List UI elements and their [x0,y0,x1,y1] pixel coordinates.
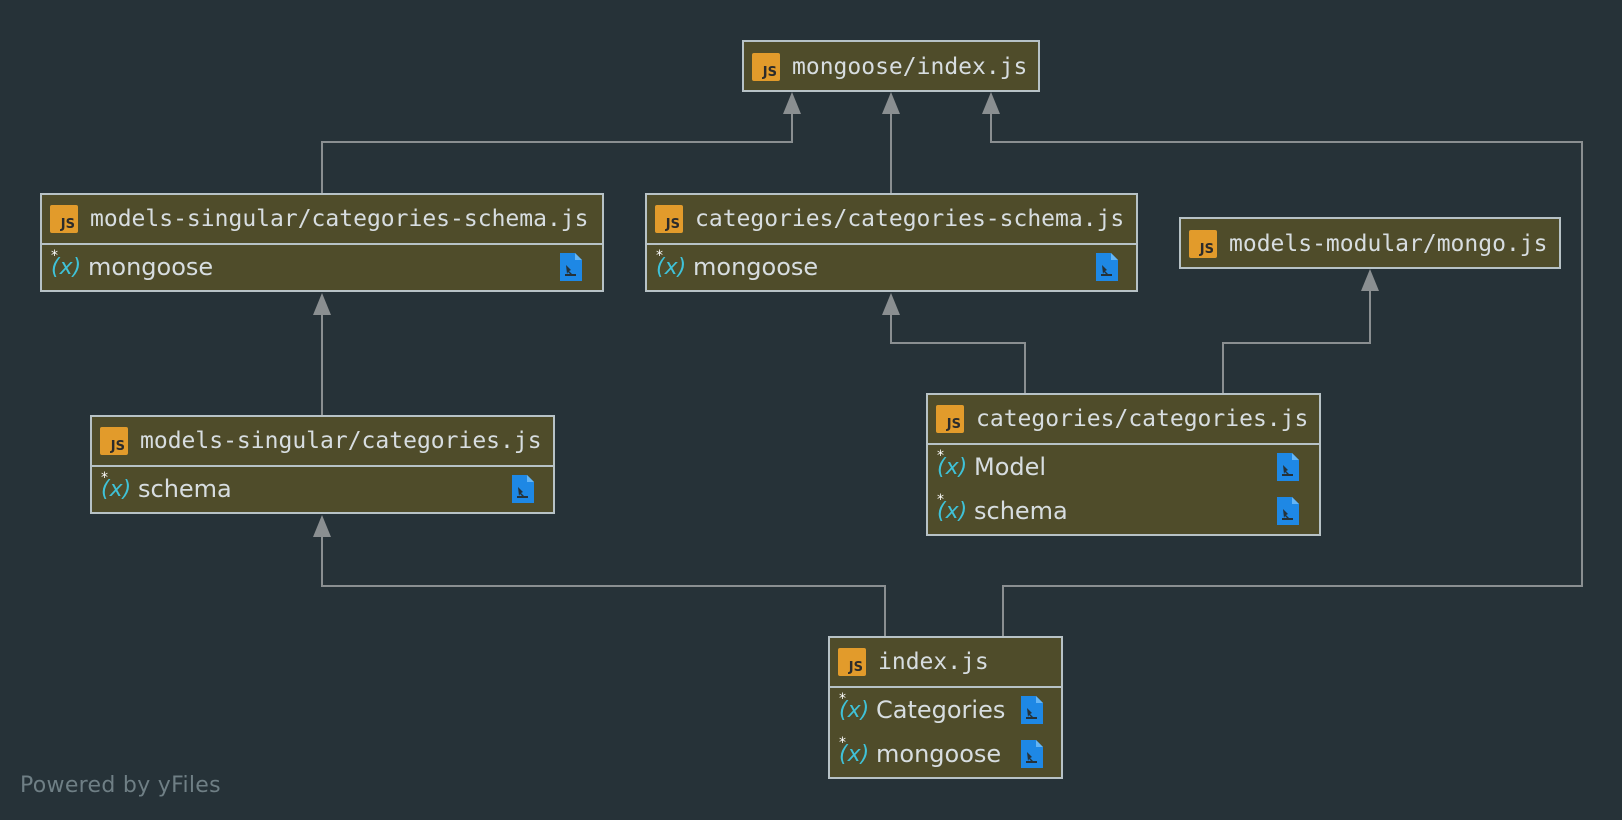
member-name: schema [974,497,1068,525]
arrowhead [313,293,331,315]
node-header: JS mongoose/index.js [744,42,1038,92]
member-name: mongoose [693,253,819,281]
node-cat-categories[interactable]: JS categories/categories.js *(x) Model *… [926,393,1321,536]
member-row[interactable]: *(x) schema [92,467,553,511]
member-row[interactable]: *(x) Model [928,445,1319,489]
variable-icon: *(x) [937,448,968,480]
arrowhead [982,92,1000,114]
member-row[interactable]: *(x) mongoose [647,245,1136,289]
member-name: mongoose [876,740,1002,768]
edge-index-to-singular-categories [321,536,886,636]
edge-index-to-mongoose [990,112,1583,636]
member-row[interactable]: *(x) mongoose [42,245,602,289]
member-name: Categories [876,696,1006,724]
arrowhead [1361,269,1379,291]
member-row[interactable]: *(x) Categories [830,688,1061,732]
arrowhead [882,92,900,114]
js-file-icon: JS [838,648,866,676]
member-name: mongoose [88,253,214,281]
variable-icon: *(x) [51,248,82,280]
jump-to-source-icon[interactable] [1020,739,1044,769]
jump-to-source-icon[interactable] [511,474,535,504]
variable-icon: *(x) [839,691,870,723]
node-title: index.js [878,649,989,675]
node-singular-schema[interactable]: JS models-singular/categories-schema.js … [40,193,604,292]
node-title: models-singular/categories-schema.js [90,206,589,232]
jump-to-source-icon[interactable] [1095,252,1119,282]
node-header: JS categories/categories.js [928,395,1319,445]
js-file-icon: JS [1189,230,1217,258]
node-mongoose-index[interactable]: JS mongoose/index.js [742,40,1040,92]
node-singular-categories[interactable]: JS models-singular/categories.js *(x) sc… [90,415,555,514]
node-title: categories/categories.js [976,406,1309,432]
edge-cat-categories-to-modular-mongo [1222,290,1371,393]
arrowhead [783,92,801,114]
arrowhead [882,293,900,315]
js-file-icon: JS [655,205,683,233]
jump-to-source-icon[interactable] [1020,695,1044,725]
jump-to-source-icon[interactable] [1276,452,1300,482]
variable-icon: *(x) [656,248,687,280]
powered-by-footer: Powered by yFiles [20,773,221,798]
variable-icon: *(x) [101,470,132,502]
node-title: categories/categories-schema.js [695,206,1125,232]
member-row[interactable]: *(x) schema [928,489,1319,533]
node-title: models-modular/mongo.js [1229,231,1548,257]
js-file-icon: JS [936,405,964,433]
node-modular-mongo[interactable]: JS models-modular/mongo.js [1179,217,1561,269]
node-header: JS models-singular/categories-schema.js [42,195,602,245]
js-file-icon: JS [50,205,78,233]
edge-cat-categories-to-cat-schema [890,314,1026,393]
variable-icon: *(x) [937,492,968,524]
variable-icon: *(x) [839,735,870,767]
node-header: JS models-modular/mongo.js [1181,219,1559,269]
node-header: JS index.js [830,638,1061,688]
member-row[interactable]: *(x) mongoose [830,732,1061,776]
node-title: models-singular/categories.js [140,428,542,454]
member-name: Model [974,453,1047,481]
jump-to-source-icon[interactable] [1276,496,1300,526]
node-title: mongoose/index.js [792,54,1028,80]
jump-to-source-icon[interactable] [559,252,583,282]
edge-singular-schema-to-mongoose [321,112,793,193]
node-cat-schema[interactable]: JS categories/categories-schema.js *(x) … [645,193,1138,292]
member-name: schema [138,475,232,503]
node-header: JS models-singular/categories.js [92,417,553,467]
arrowhead [313,515,331,537]
node-index[interactable]: JS index.js *(x) Categories *(x) mongoos… [828,636,1063,779]
js-file-icon: JS [100,427,128,455]
js-file-icon: JS [752,53,780,81]
node-header: JS categories/categories-schema.js [647,195,1136,245]
